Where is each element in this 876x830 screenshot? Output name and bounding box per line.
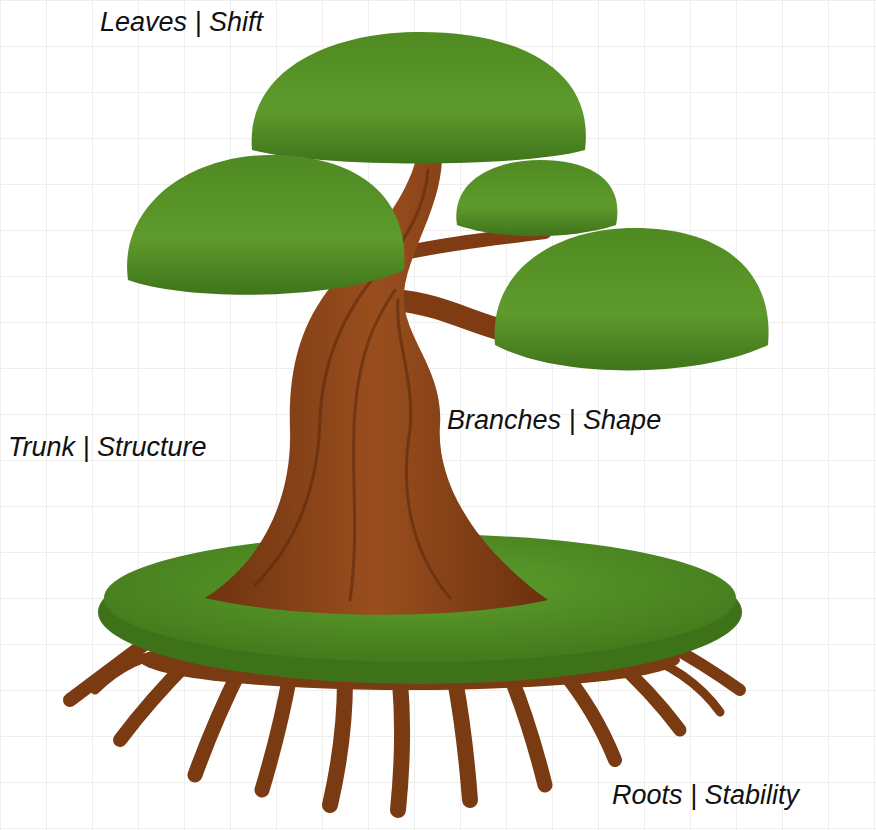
part-label: Roots | Stability [612,779,799,811]
canopy [127,32,768,371]
part-label: Trunk | Structure [8,431,207,463]
part-label: Leaves | Shift [100,6,263,38]
part-label: Branches | Shape [447,404,661,436]
